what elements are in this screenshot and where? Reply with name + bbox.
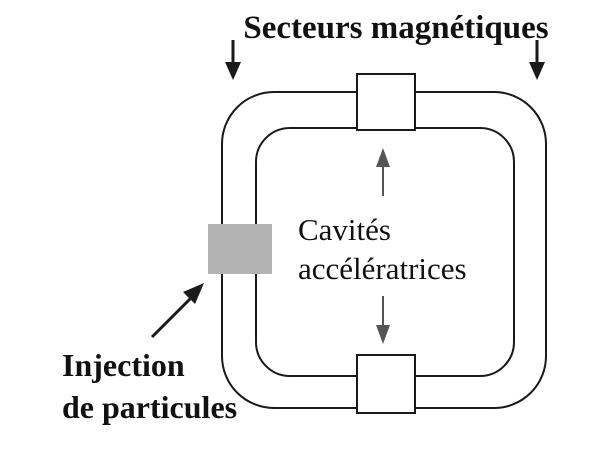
arrow-right-sector — [529, 40, 545, 80]
label-injection-line2: de particules — [62, 389, 237, 425]
arrow-left-sector — [225, 40, 241, 80]
label-cavities-line1: Cavités — [298, 212, 391, 247]
arrow-down-cavity — [376, 296, 390, 344]
injection-block — [208, 224, 272, 274]
label-cavities-line2: accélératrices — [298, 251, 467, 286]
cavity-bottom — [356, 354, 416, 414]
arrow-up-cavity — [376, 148, 390, 196]
label-magnetic-sectors: Secteurs magnétiques — [243, 10, 548, 46]
cavity-top — [356, 73, 416, 131]
arrow-injection — [150, 283, 204, 339]
label-injection-line1: Injection — [62, 347, 185, 383]
